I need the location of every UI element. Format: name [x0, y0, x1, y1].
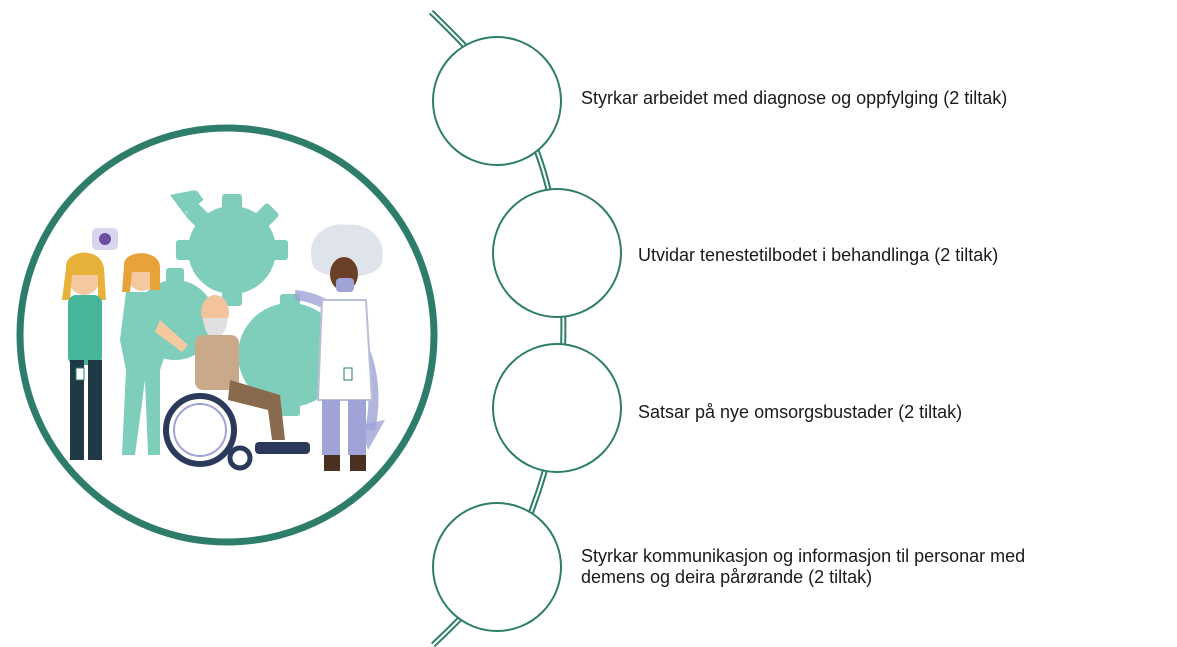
item-label-omsorgsbustader: Satsar på nye omsorgsbustader (2 tiltak) — [638, 402, 963, 422]
item-label-diagnose: Styrkar arbeidet med diagnose og oppfylg… — [581, 88, 1008, 108]
item-circle-3 — [432, 502, 562, 632]
item-label-kommunikasjon: Styrkar kommunikasjon og informasjon til… — [581, 546, 1026, 587]
item-circle-0 — [432, 36, 562, 166]
care-team-illustration-icon — [62, 190, 385, 471]
item-label-behandling: Utvidar tenestetilbodet i behandlinga (2… — [638, 245, 999, 265]
item-circle-1 — [492, 188, 622, 318]
item-circle-2 — [492, 343, 622, 473]
